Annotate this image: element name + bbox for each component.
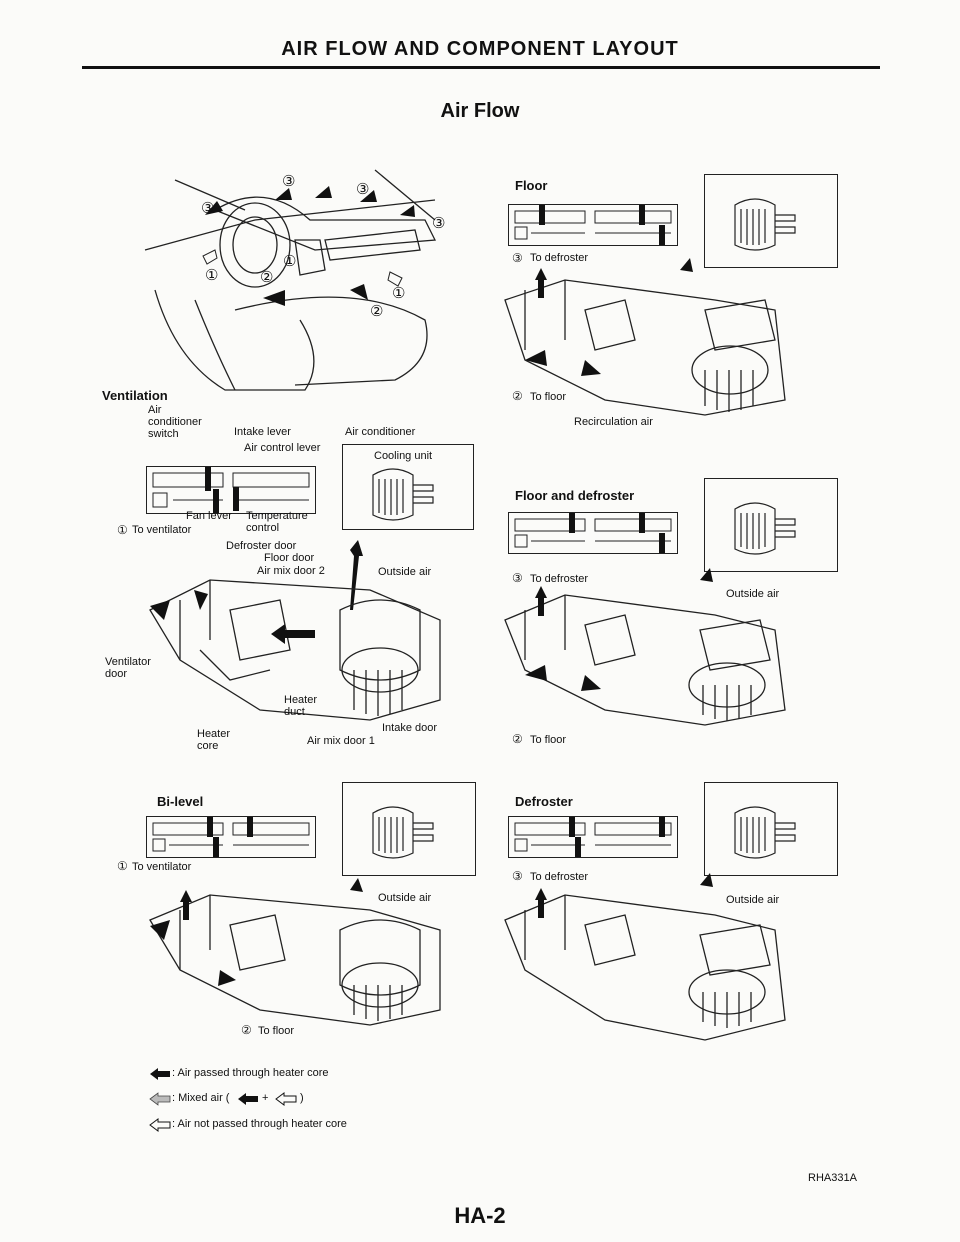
- heater-duct-label: Heater duct: [284, 694, 318, 718]
- outlet-3-marker: ③: [512, 869, 523, 883]
- outlet-2-marker: ②: [512, 732, 523, 746]
- bilevel-to-ventilator: To ventilator: [132, 861, 192, 873]
- floor-defroster-unit-diagram: [504, 568, 786, 726]
- defroster-to-defroster: To defroster: [530, 871, 589, 883]
- ventilator-door-label: Ventilator door: [105, 656, 151, 680]
- bilevel-unit-diagram: [149, 878, 441, 1026]
- air-control-lever-label: Air control lever: [244, 442, 321, 454]
- outlet-2-marker: ②: [370, 303, 384, 320]
- outlet-3-marker: ③: [512, 251, 523, 265]
- floor-defroster-outside-air: Outside air: [726, 588, 780, 600]
- cooling-unit-label: Cooling unit: [374, 450, 433, 462]
- floor-unit-diagram: [504, 258, 786, 416]
- air-mix-door-2-label: Air mix door 2: [257, 565, 325, 577]
- ventilation-title: Ventilation: [102, 388, 168, 403]
- outlet-2-marker: ②: [512, 389, 523, 403]
- defroster-unit-diagram: [504, 873, 786, 1041]
- floor-cooling-box: [704, 174, 838, 268]
- ventilation-unit-diagram: [149, 579, 441, 721]
- legend-heater: : Air passed through heater core: [172, 1067, 329, 1079]
- floor-door-label: Floor door: [264, 552, 315, 564]
- heater-air-arrow-icon: [238, 1093, 258, 1105]
- fan-lever-label: Fan lever: [186, 510, 232, 522]
- legend-plus: +: [262, 1092, 269, 1104]
- floor-defroster-to-floor: To floor: [530, 734, 567, 746]
- outlet-3-marker: ③: [432, 215, 446, 232]
- temperature-control-label: Temperature control: [246, 510, 308, 534]
- bilevel-outside-air: Outside air: [378, 892, 432, 904]
- outlet-1-marker: ①: [283, 253, 297, 270]
- cold-air-arrow-icon: [149, 1118, 171, 1132]
- outlet-3-marker: ③: [282, 173, 296, 190]
- air-mix-door-1-label: Air mix door 1: [307, 735, 375, 747]
- defroster-outside-air: Outside air: [726, 894, 780, 906]
- floor-defroster-control-panel: [508, 512, 678, 554]
- air-conditioner-label: Air conditioner: [345, 426, 416, 438]
- outlet-1-marker: ①: [117, 859, 128, 873]
- floor-defroster-cooling-box: [704, 478, 838, 572]
- outlet-3-marker: ③: [512, 571, 523, 585]
- heater-core-label: Heater core: [197, 728, 231, 752]
- cooling-unit-box: [342, 444, 474, 530]
- floor-title: Floor: [515, 178, 548, 193]
- bilevel-title: Bi-level: [157, 794, 204, 809]
- intake-lever-label: Intake lever: [234, 426, 291, 438]
- recirculation-label: Recirculation air: [574, 416, 653, 428]
- outlet-2-marker: ②: [260, 269, 274, 286]
- outlet-1-marker: ①: [205, 267, 219, 284]
- floor-control-panel: [508, 204, 678, 246]
- control-panel: [146, 466, 316, 514]
- cold-air-arrow-icon: [275, 1092, 297, 1106]
- outlet-1-marker: ①: [392, 285, 406, 302]
- to-ventilator-label: To ventilator: [132, 524, 192, 536]
- header-rule: [82, 66, 880, 69]
- legend-mixed-close: ): [300, 1092, 304, 1104]
- bilevel-cooling-box: [342, 782, 476, 876]
- bilevel-control-panel: [146, 816, 316, 858]
- defroster-door-label: Defroster door: [226, 540, 297, 552]
- floor-defroster-to-defroster: To defroster: [530, 573, 589, 585]
- mixed-air-arrow-icon: [149, 1092, 171, 1106]
- defroster-title: Defroster: [515, 794, 573, 809]
- outlet-3-marker: ③: [201, 200, 215, 217]
- defroster-control-panel: [508, 816, 678, 858]
- ac-switch-label: Air conditioner switch: [148, 404, 202, 440]
- outlet-2-marker: ②: [241, 1023, 252, 1037]
- bilevel-to-floor: To floor: [258, 1025, 295, 1037]
- floor-defroster-title: Floor and defroster: [515, 488, 635, 503]
- dashboard-illustration: [144, 169, 437, 391]
- legend-mixed: : Mixed air (: [172, 1092, 230, 1104]
- floor-to-defroster: To defroster: [530, 252, 589, 264]
- defroster-cooling-box: [704, 782, 838, 876]
- page-header: AIR FLOW AND COMPONENT LAYOUT: [281, 38, 679, 60]
- section-title: Air Flow: [440, 100, 520, 122]
- floor-to-floor: To floor: [530, 391, 567, 403]
- legend-cold: : Air not passed through heater core: [172, 1118, 347, 1130]
- page-number: HA-2: [454, 1203, 506, 1228]
- intake-door-label: Intake door: [382, 722, 438, 734]
- outside-air-arrow: [350, 540, 363, 610]
- figure-code: RHA331A: [808, 1172, 857, 1184]
- outlet-3-marker: ③: [356, 181, 370, 198]
- outlet-1-marker: ①: [117, 523, 128, 537]
- heater-air-arrow-icon: [150, 1068, 170, 1080]
- outside-air-label: Outside air: [378, 566, 432, 578]
